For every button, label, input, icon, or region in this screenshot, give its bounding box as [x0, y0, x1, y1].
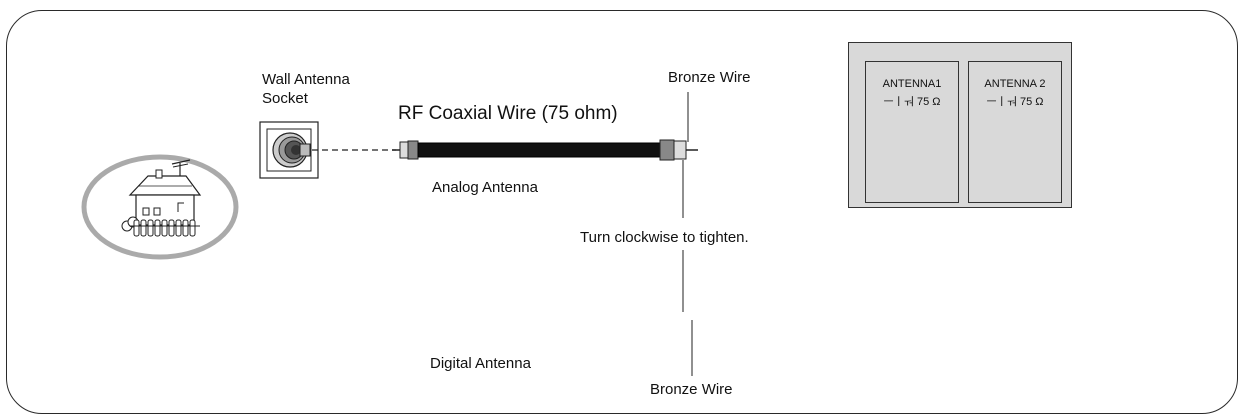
bronze-wire-bottom-label: Bronze Wire: [650, 381, 733, 398]
antenna2-port-name: ANTENNA 2: [984, 78, 1046, 90]
antenna2-port-spec: ㅡㅣㅝ 75 Ω: [986, 96, 1044, 108]
digital-antenna-label: Digital Antenna: [430, 355, 531, 372]
house-icon: [81, 154, 239, 260]
antenna1-port[interactable]: ANTENNA1 ㅡㅣㅝ 75 Ω: [865, 61, 959, 203]
antenna1-port-name: ANTENNA1: [882, 78, 942, 90]
antenna-input-panel: ANTENNA1 ㅡㅣㅝ 75 Ω ANTENNA 2 ㅡㅣㅝ 75 Ω: [848, 42, 1072, 208]
wall-socket-icon: [259, 121, 319, 179]
wall-socket-label-line1: Wall Antenna: [262, 71, 350, 88]
diagram-frame: [6, 10, 1238, 414]
antenna2-port[interactable]: ANTENNA 2 ㅡㅣㅝ 75 Ω: [968, 61, 1062, 203]
turn-clockwise-label: Turn clockwise to tighten.: [580, 229, 749, 246]
coaxial-cable-icon: [392, 139, 698, 161]
analog-antenna-label: Analog Antenna: [432, 179, 538, 196]
antenna1-port-spec: ㅡㅣㅝ 75 Ω: [883, 96, 941, 108]
wall-socket-label-line2: Socket: [262, 90, 308, 107]
bronze-wire-top-label: Bronze Wire: [668, 69, 751, 86]
coax-label: RF Coaxial Wire (75 ohm): [398, 103, 618, 124]
